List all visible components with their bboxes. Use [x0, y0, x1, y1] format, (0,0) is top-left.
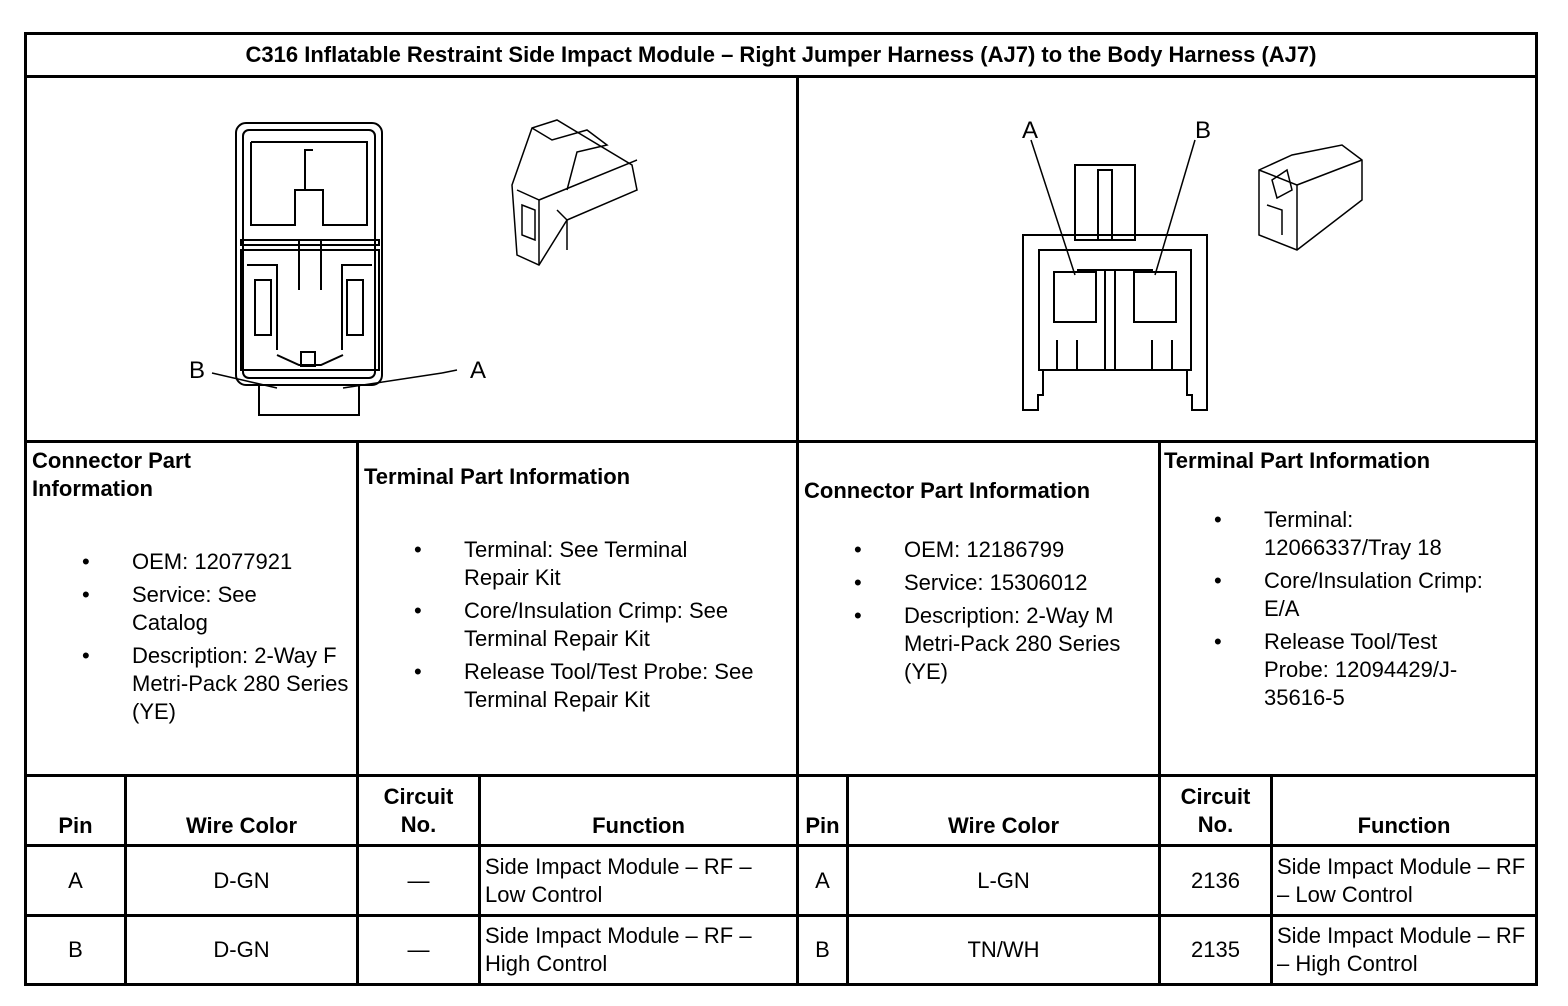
- wire-color-cell: D-GN: [213, 867, 270, 893]
- male-connector-isometric: [1258, 144, 1363, 251]
- info-item: Terminal: 12066337/Tray 18: [1164, 506, 1474, 562]
- info-item: OEM: 12186799: [804, 536, 1156, 564]
- info-item: Core/Insulation Crimp: E/A: [1164, 567, 1519, 623]
- divider: [124, 777, 127, 983]
- column-header-pin: Pin: [58, 813, 93, 838]
- function-cell: Side Impact Module – RF – Low Control: [1277, 853, 1526, 907]
- pin-cell: B: [68, 937, 83, 962]
- divider: [27, 844, 1535, 847]
- terminal-info-heading: Terminal Part Information: [364, 464, 631, 489]
- divider: [1270, 777, 1273, 983]
- divider: [27, 440, 1535, 443]
- pin-label-b: B: [189, 357, 205, 384]
- connector-info-heading: Connector Part Information: [32, 448, 191, 501]
- wire-color-cell: L-GN: [977, 867, 1030, 893]
- circuit-cell: 2136: [1191, 867, 1240, 893]
- circuit-cell: 2135: [1191, 937, 1240, 962]
- pin-cell: B: [815, 937, 830, 962]
- function-cell: Side Impact Module – RF – High Control: [485, 923, 752, 976]
- divider: [478, 777, 481, 983]
- sheet-title: C316 Inflatable Restraint Side Impact Mo…: [245, 42, 1317, 67]
- divider: [356, 443, 359, 983]
- connector-info-heading: Connector Part Information: [804, 478, 1091, 503]
- wire-color-cell: D-GN: [213, 937, 270, 962]
- pin-cell: A: [68, 867, 83, 893]
- circuit-cell: —: [407, 937, 430, 962]
- pin-cell: A: [815, 867, 830, 893]
- column-header-function: Function: [1357, 813, 1451, 838]
- info-item: Description: 2-Way M Metri-Pack 280 Seri…: [804, 602, 1144, 686]
- terminal-info-left: Terminal Part Information Terminal: See …: [364, 463, 794, 719]
- column-header-function: Function: [592, 813, 685, 838]
- divider: [27, 914, 1535, 917]
- connector-info-left: Connector Part Information OEM: 12077921…: [32, 447, 352, 731]
- circuit-cell: —: [407, 867, 430, 893]
- column-header-pin: Pin: [805, 813, 840, 838]
- male-connector-drawing: A B: [1022, 117, 1363, 411]
- function-cell: Side Impact Module – RF – Low Control: [485, 853, 752, 907]
- column-header-circuit: Circuit No.: [1180, 783, 1251, 837]
- divider: [846, 777, 849, 983]
- function-cell: Side Impact Module – RF – High Control: [1277, 923, 1526, 976]
- pin-label-b: B: [1195, 117, 1211, 144]
- info-item: Core/Insulation Crimp: See Terminal Repa…: [364, 597, 774, 653]
- pin-label-a: A: [470, 357, 486, 384]
- divider: [27, 774, 1535, 777]
- divider: [1158, 443, 1161, 983]
- column-header-wire-color: Wire Color: [947, 813, 1060, 838]
- info-item: Service: See Catalog: [32, 581, 282, 637]
- info-item: Service: 15306012: [804, 569, 1156, 597]
- female-connector-isometric: [511, 119, 638, 266]
- connector-info-right: Connector Part Information OEM: 12186799…: [804, 477, 1156, 691]
- divider: [796, 78, 799, 983]
- info-item: Description: 2-Way F Metri-Pack 280 Seri…: [32, 642, 352, 726]
- divider: [27, 75, 1535, 78]
- column-header-wire-color: Wire Color: [185, 813, 298, 838]
- info-item: OEM: 12077921: [32, 548, 352, 576]
- terminal-info-heading: Terminal Part Information: [1164, 448, 1431, 473]
- info-item: Release Tool/Test Probe: See Terminal Re…: [364, 658, 764, 714]
- info-item: Release Tool/Test Probe: 12094429/J-3561…: [1164, 628, 1494, 712]
- wire-color-cell: TN/WH: [967, 937, 1040, 962]
- pin-label-a: A: [1022, 117, 1038, 144]
- female-connector-drawing: B A: [189, 119, 638, 416]
- terminal-info-right: Terminal Part Information Terminal: 1206…: [1164, 447, 1532, 717]
- connector-sheet: C316 Inflatable Restraint Side Impact Mo…: [24, 32, 1538, 986]
- info-item: Terminal: See Terminal Repair Kit: [364, 536, 714, 592]
- column-header-circuit: Circuit No.: [383, 783, 454, 837]
